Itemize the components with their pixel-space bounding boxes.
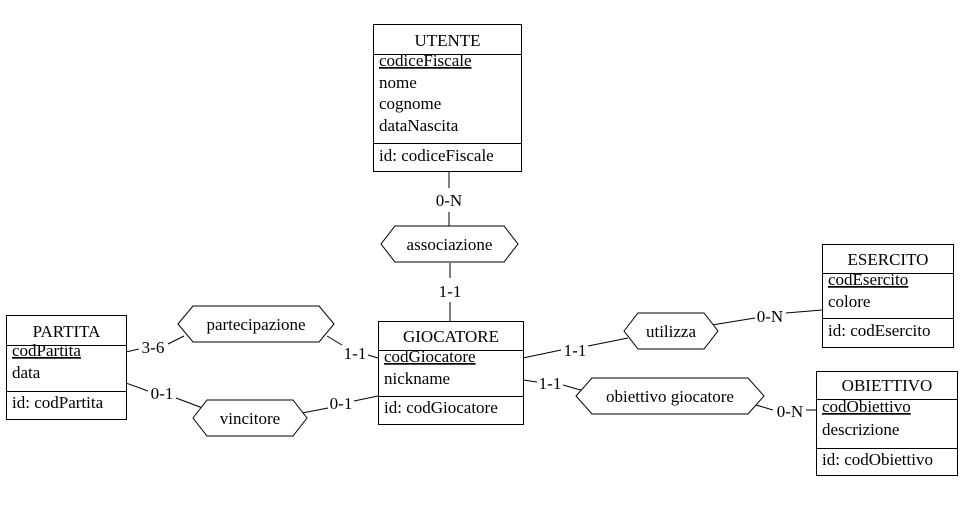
relationship-utilizza[interactable]: utilizza xyxy=(623,312,719,350)
entity-box xyxy=(373,24,522,172)
cardinality-label: 3-6 xyxy=(142,338,165,357)
connector-line xyxy=(785,309,823,314)
entity-obiettivo[interactable]: OBIETTIVO codObiettivo descrizione id: codO… xyxy=(816,371,958,476)
connector-line xyxy=(167,335,185,345)
entity-box xyxy=(378,321,524,425)
entity-identifier: id: codEsercito xyxy=(828,321,930,340)
attribute: cognome xyxy=(379,94,441,113)
relationship-vincitore[interactable]: vincitore xyxy=(192,399,308,437)
attribute: data xyxy=(12,363,41,382)
cardinality-label: 1-1 xyxy=(344,344,367,363)
relationship-shape xyxy=(575,377,765,415)
entity-box xyxy=(6,315,127,420)
relationship-name: associazione xyxy=(407,235,493,254)
connector-giocatore-obiettivo: 1-1 xyxy=(522,374,585,393)
relationship-shape xyxy=(177,305,335,343)
cardinality-label: 1-1 xyxy=(539,374,562,393)
connector-partita-vincitore: 0-1 xyxy=(125,382,209,411)
connector-line xyxy=(522,379,538,383)
connector-line xyxy=(367,354,379,359)
relationship-name: partecipazione xyxy=(206,315,305,334)
relationship-obiettivo-giocatore[interactable]: obiettivo giocatore xyxy=(575,377,765,415)
connector-giocatore-vincitore: 0-1 xyxy=(301,394,379,414)
relationship-name: obiettivo giocatore xyxy=(606,387,734,406)
relationship-partecipazione[interactable]: partecipazione xyxy=(177,305,335,343)
connector-obiettivo-obiettivo: 0-N xyxy=(755,402,816,421)
connector-line xyxy=(326,335,343,346)
key-attribute: codObiettivo xyxy=(822,397,911,416)
cardinality-label: 0-1 xyxy=(151,384,174,403)
relationship-name: vincitore xyxy=(220,409,280,428)
attribute: colore xyxy=(828,292,870,311)
relationship-associazione[interactable]: associazione xyxy=(380,225,519,263)
cardinality-label: 0-1 xyxy=(330,394,353,413)
relationship-name: utilizza xyxy=(646,322,696,341)
entity-box xyxy=(816,371,958,476)
key-attribute: codEsercito xyxy=(828,270,908,289)
attribute: nome xyxy=(379,73,417,92)
key-attribute: codGiocatore xyxy=(384,347,476,366)
entity-name: OBIETTIVO xyxy=(842,376,933,395)
relationship-shape xyxy=(623,312,719,350)
connector-giocatore-utilizza: 1-1 xyxy=(522,337,629,360)
connector-line xyxy=(125,382,149,392)
entity-name: ESERCITO xyxy=(848,250,929,269)
relationship-shape xyxy=(192,399,308,437)
key-attribute: codiceFiscale xyxy=(379,51,472,70)
connector-line xyxy=(522,349,562,359)
connector-line xyxy=(587,337,629,347)
connector-line xyxy=(353,395,379,402)
connector-line xyxy=(562,384,585,392)
entity-identifier: id: codObiettivo xyxy=(822,450,933,469)
connector-partita-partecipazione: 3-6 xyxy=(125,335,185,357)
cardinality-label: 1-1 xyxy=(564,341,587,360)
entity-box xyxy=(822,244,954,348)
relationship-shape xyxy=(380,225,519,263)
connector-utente-associazione: 0-N xyxy=(436,171,462,226)
connector-line xyxy=(125,348,140,353)
entity-name: UTENTE xyxy=(414,31,480,50)
entity-identifier: id: codPartita xyxy=(12,393,104,412)
attribute: descrizione xyxy=(822,420,899,439)
connector-line xyxy=(755,404,774,411)
key-attribute: codPartita xyxy=(12,341,81,360)
cardinality-label: 1-1 xyxy=(439,282,462,301)
entity-identifier: id: codiceFiscale xyxy=(379,146,494,165)
connector-esercito-utilizza: 0-N xyxy=(711,307,823,326)
cardinality-label: 0-N xyxy=(436,191,462,210)
cardinality-label: 0-N xyxy=(777,402,803,421)
connector-giocatore-partecipazione: 1-1 xyxy=(326,335,379,363)
connector-giocatore-associazione: 1-1 xyxy=(439,263,462,321)
connector-line xyxy=(711,317,756,326)
attribute: dataNascita xyxy=(379,116,459,135)
entity-identifier: id: codGiocatore xyxy=(384,398,498,417)
entity-name: PARTITA xyxy=(33,322,102,341)
connector-line xyxy=(301,407,329,414)
entity-name: GIOCATORE xyxy=(403,327,499,346)
connectors: 0-N 1-1 3-6 1-1 0-1 0-1 1-1 0-N 1-1 0-N xyxy=(125,171,823,421)
cardinality-label: 0-N xyxy=(757,307,783,326)
attribute: nickname xyxy=(384,369,450,388)
